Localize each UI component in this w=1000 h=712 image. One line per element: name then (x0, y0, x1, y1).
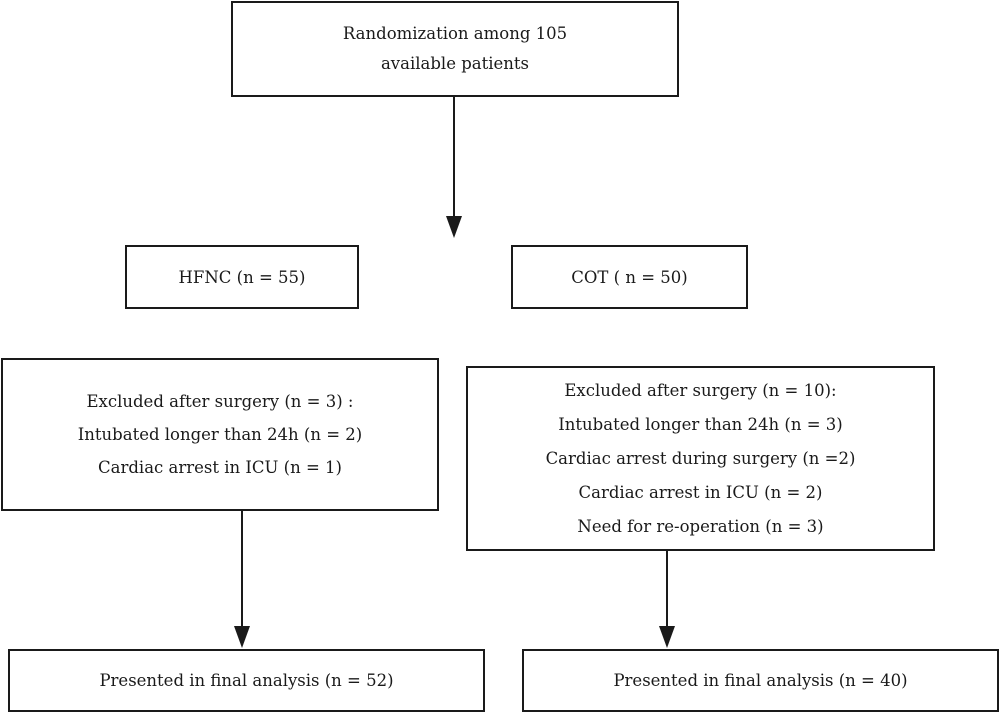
arrow-excluded-hfnc-to-final (234, 511, 250, 648)
final-hfnc-label: Presented in final analysis (n = 52) (99, 671, 394, 690)
randomization-line-1: Randomization among 105 (342, 24, 568, 43)
cot-arm-label: COT ( n = 50) (571, 267, 688, 287)
randomization-line-2: available patients (380, 54, 530, 73)
hfnc-arm-box: HFNC (n = 55) (125, 245, 359, 309)
cot-arm-box: COT ( n = 50) (511, 245, 748, 309)
excluded-cot-line-1: Excluded after surgery (n = 10): (564, 380, 837, 400)
final-hfnc-box: Presented in final analysis (n = 52) (8, 649, 485, 712)
excluded-hfnc-line-1: Excluded after surgery (n = 3) : (86, 392, 354, 411)
final-cot-label: Presented in final analysis (n = 40) (613, 671, 908, 690)
arrow-excluded-cot-to-final (659, 551, 675, 648)
excluded-hfnc-line-3: Cardiac arrest in ICU (n = 1) (98, 458, 342, 477)
excluded-cot-line-3: Cardiac arrest during surgery (n =2) (545, 448, 856, 468)
randomization-box: Randomization among 105 available patien… (231, 1, 679, 97)
excluded-cot-box: Excluded after surgery (n = 10): Intubat… (466, 366, 935, 551)
excluded-cot-line-2: Intubated longer than 24h (n = 3) (558, 414, 843, 434)
excluded-hfnc-line-2: Intubated longer than 24h (n = 2) (77, 425, 363, 444)
hfnc-arm-label: HFNC (n = 55) (178, 267, 306, 287)
excluded-hfnc-box: Excluded after surgery (n = 3) : Intubat… (1, 358, 439, 511)
arrow-randomization-to-arms (446, 97, 462, 238)
excluded-cot-line-4: Cardiac arrest in ICU (n = 2) (578, 482, 823, 502)
excluded-cot-line-5: Need for re-operation (n = 3) (577, 516, 824, 536)
final-cot-box: Presented in final analysis (n = 40) (522, 649, 999, 712)
